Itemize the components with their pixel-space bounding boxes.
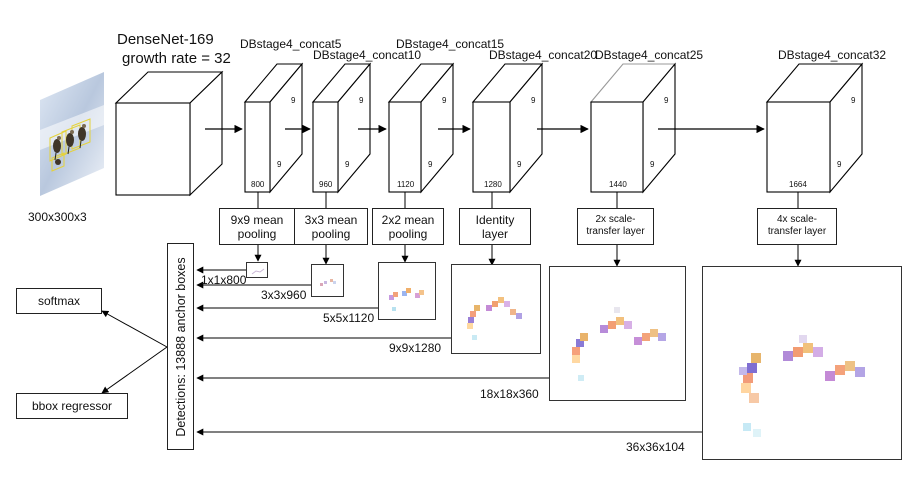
softmax-box: softmax: [16, 288, 102, 314]
scale-transfer-2x-box: 2x scale- transfer layer: [577, 208, 654, 245]
cube-height-label: 9: [345, 160, 350, 169]
transform-line2: transfer layer: [767, 226, 827, 237]
transform-line1: Identity: [475, 213, 515, 227]
feature-map-9x9: [451, 264, 541, 354]
stage-cube-concat32: [765, 62, 864, 194]
cube-channels-label: 1440: [609, 180, 627, 189]
cube-channels-label: 1280: [484, 180, 502, 189]
stage-cube-concat25: [589, 62, 677, 194]
feature-map-size-label: 36x36x104: [626, 440, 685, 454]
cube-width-label: 9: [851, 96, 856, 105]
cube-height-label: 9: [517, 160, 522, 169]
detections-label: Detections: 13888 anchor boxes: [173, 256, 188, 437]
input-size-label: 300x300x3: [28, 210, 87, 224]
cube-width-label: 9: [359, 96, 364, 105]
cube-height-label: 9: [650, 160, 655, 169]
stage-title-concat10: DBstage4_concat10: [313, 48, 422, 62]
transform-line2: transfer layer: [586, 226, 645, 237]
stage-title-concat32: DBstage4_concat32: [778, 48, 887, 62]
mean-pooling-3x3-box: 3x3 mean pooling: [294, 208, 368, 245]
transform-line1: 2x2 mean: [381, 213, 435, 227]
densenet-cube: [114, 70, 224, 197]
feature-map-1x1: [246, 262, 268, 278]
feature-map-36x36: [702, 266, 902, 460]
cube-width-label: 9: [664, 96, 669, 105]
feature-map-5x5: [378, 262, 436, 320]
input-image: [40, 72, 104, 196]
feature-map-size-label: 18x18x360: [480, 387, 539, 401]
detections-box: Detections: 13888 anchor boxes: [167, 243, 194, 450]
stage-cube-concat15: [387, 62, 455, 194]
stage-cube-concat20: [471, 62, 544, 194]
stage-title-concat20: DBstage4_concat20: [489, 48, 598, 62]
feature-map-18x18: [549, 266, 686, 401]
feature-map-size-label: 9x9x1280: [389, 341, 442, 355]
scale-transfer-4x-box: 4x scale- transfer layer: [757, 208, 837, 245]
cube-width-label: 9: [442, 96, 447, 105]
feature-map-size-label: 3x3x960: [261, 288, 307, 302]
backbone-growth-rate: growth rate = 32: [122, 50, 231, 67]
cube-height-label: 9: [428, 160, 433, 169]
stage-title-concat5: DBstage4_concat5: [240, 37, 342, 51]
stage-title-concat15: DBstage4_concat15: [396, 37, 505, 51]
transform-line1: 2x scale-: [595, 214, 636, 225]
stage-cube-concat10: [311, 62, 372, 194]
mean-pooling-9x9-box: 9x9 mean pooling: [219, 208, 295, 245]
transform-line2: pooling: [237, 227, 277, 241]
mean-pooling-2x2-box: 2x2 mean pooling: [372, 208, 444, 245]
stage-title-concat25: DBstage4_concat25: [595, 48, 704, 62]
cube-channels-label: 1120: [397, 180, 415, 189]
identity-layer-box: Identity layer: [459, 208, 531, 245]
transform-line1: 4x scale-: [776, 214, 817, 225]
transform-line2: pooling: [388, 227, 428, 241]
cube-channels-label: 800: [251, 180, 265, 189]
cube-width-label: 9: [531, 96, 536, 105]
feature-map-3x3: [311, 264, 344, 297]
cube-height-label: 9: [277, 160, 282, 169]
transform-line2: pooling: [311, 227, 351, 241]
stage-cube-concat5: [243, 62, 304, 194]
cube-width-label: 9: [291, 96, 296, 105]
transform-line1: 3x3 mean: [304, 213, 358, 227]
transform-line2: layer: [481, 227, 508, 241]
cube-channels-label: 960: [319, 180, 333, 189]
cube-channels-label: 1664: [789, 180, 807, 189]
transform-line1: 9x9 mean: [230, 213, 284, 227]
cube-height-label: 9: [837, 160, 842, 169]
feature-map-size-label: 1x1x800: [201, 273, 247, 287]
backbone-title: DenseNet-169: [117, 31, 214, 48]
feature-map-size-label: 5x5x1120: [323, 311, 375, 325]
bbox-regressor-box: bbox regressor: [16, 393, 128, 419]
